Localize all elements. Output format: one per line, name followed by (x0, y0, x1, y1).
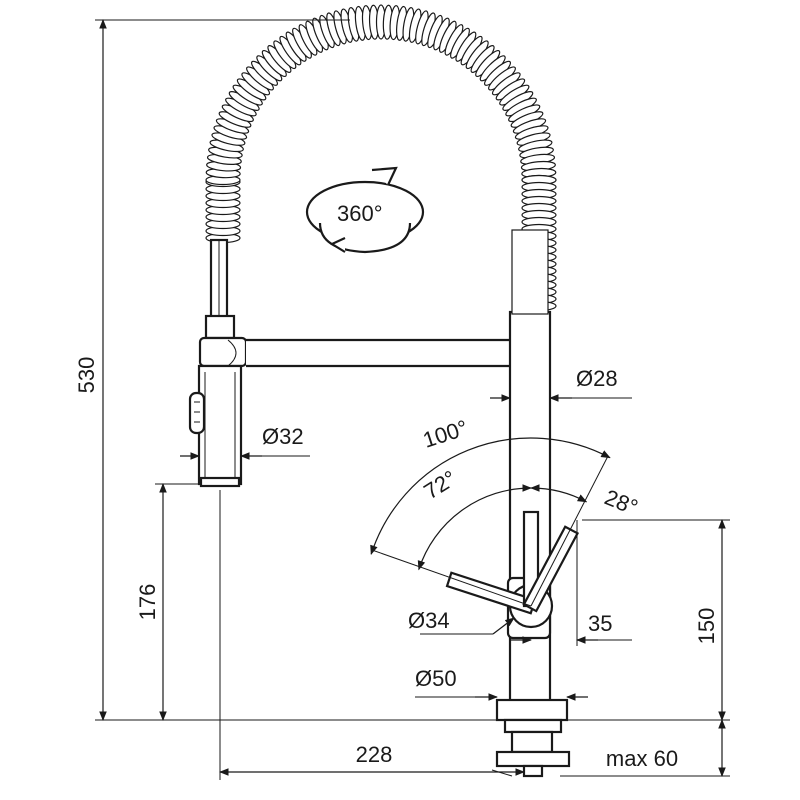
lever-height-label: 150 (694, 608, 719, 645)
rotation-label: 360° (337, 201, 383, 226)
angle-back-label: 28° (601, 484, 641, 520)
dimension-labels: 530 176 150 228 max 60 Ø28 Ø32 Ø34 Ø50 3… (74, 357, 719, 771)
base-diameter-label: Ø50 (415, 666, 457, 691)
lever-offset-label: 35 (588, 611, 612, 636)
spray-diameter-label: Ø32 (262, 424, 304, 449)
reach-label: 228 (356, 742, 393, 767)
spray-head (188, 238, 248, 488)
lever-diameter-label: Ø34 (408, 608, 450, 633)
spring-hose (205, 4, 557, 312)
max-thickness-label: max 60 (606, 746, 678, 771)
dimension-lines (95, 19, 730, 780)
angle-arcs (370, 437, 611, 607)
faucet-body (491, 229, 571, 778)
spout-arm (227, 338, 514, 368)
body-diameter-label: Ø28 (576, 366, 618, 391)
angle-total-label: 100° (420, 415, 471, 453)
overall-height-label: 530 (74, 357, 99, 394)
angle-front-label: 72° (419, 465, 460, 504)
rotation-icon: 360° (305, 166, 425, 254)
spout-height-label: 176 (135, 584, 160, 621)
